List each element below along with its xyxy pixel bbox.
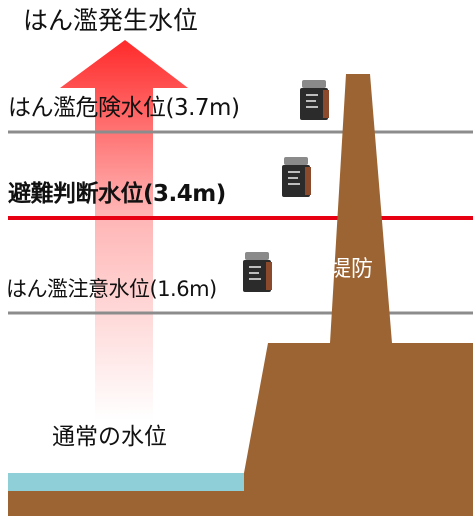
water-level-gauge-icon [282, 157, 311, 197]
flood-caution-label: はん濫注意水位(1.6m) [6, 277, 217, 301]
levee [8, 74, 473, 516]
rising-arrow [60, 40, 188, 420]
water-level-gauge-icon [300, 80, 329, 120]
normal-water [8, 473, 244, 491]
evacuation-label: 避難判断水位(3.4m) [8, 181, 226, 207]
levee-label: 堤防 [329, 257, 374, 282]
water-level-gauge-icon [243, 252, 272, 292]
flood-occurrence-label: はん濫発生水位 [23, 6, 199, 35]
normal-level-label: 通常の水位 [52, 424, 167, 450]
flood-danger-label: はん濫危険水位(3.7m) [8, 95, 240, 121]
